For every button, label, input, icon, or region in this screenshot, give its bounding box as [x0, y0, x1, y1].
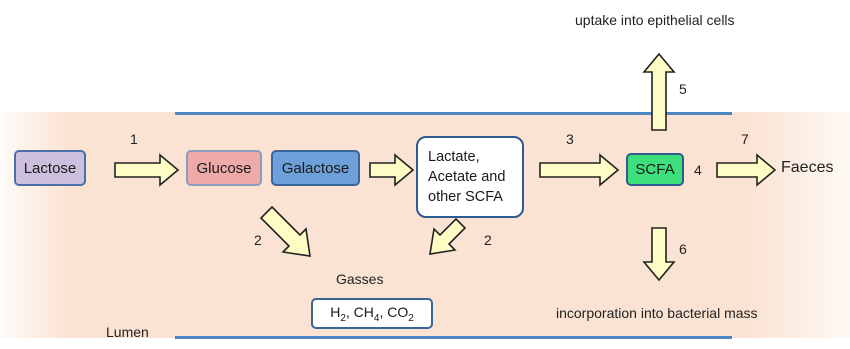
lactose-box: Lactose — [14, 150, 86, 186]
glucose-label: Glucose — [196, 159, 252, 177]
step-3-label: 3 — [566, 131, 574, 147]
incorporation-label: incorporation into bacterial mass — [556, 305, 758, 321]
glucose-box: Glucose — [186, 150, 262, 186]
lactate-acetate-scfa-box: Lactate, Acetate and other SCFA — [416, 136, 524, 218]
uptake-label: uptake into epithelial cells — [575, 12, 735, 28]
lumen-label: Lumen — [106, 324, 149, 340]
scfa-box: SCFA — [626, 153, 684, 186]
step-7-label: 7 — [741, 131, 749, 147]
lactate-text: Lactate, Acetate and other SCFA — [428, 147, 505, 207]
lactose-label: Lactose — [23, 159, 77, 177]
arrow-step-1 — [114, 153, 180, 187]
arrow-step-6 — [642, 227, 676, 282]
arrow-step-7 — [716, 153, 777, 187]
faeces-label: Faeces — [781, 159, 834, 176]
lactate-line-1: Lactate, — [428, 149, 480, 165]
galactose-label: Galactose — [281, 159, 350, 177]
gasses-title: Gasses — [336, 271, 384, 287]
gasses-box: H2, CH4, CO2 — [311, 298, 433, 329]
membrane-bottom-line — [175, 336, 732, 339]
lactate-line-3: other SCFA — [428, 189, 503, 205]
arrow-step-5 — [642, 52, 676, 131]
membrane-top-line — [175, 112, 732, 115]
arrow-step-2a — [259, 205, 311, 257]
step-2b-label: 2 — [484, 232, 492, 248]
lactate-line-2: Acetate and — [428, 169, 506, 185]
scfa-label: SCFA — [635, 161, 675, 178]
arrow-step-3 — [539, 153, 620, 187]
arrow-step-2b — [429, 217, 467, 255]
step-4-label: 4 — [694, 162, 702, 178]
step-6-label: 6 — [679, 241, 687, 257]
step-1-label: 1 — [130, 131, 138, 147]
step-2a-label: 2 — [254, 232, 262, 248]
step-5-label: 5 — [679, 81, 687, 97]
gasses-formula: H2, CH4, CO2 — [330, 303, 414, 324]
galactose-box: Galactose — [271, 150, 360, 186]
arrow-galactose-to-lactate — [369, 153, 415, 187]
